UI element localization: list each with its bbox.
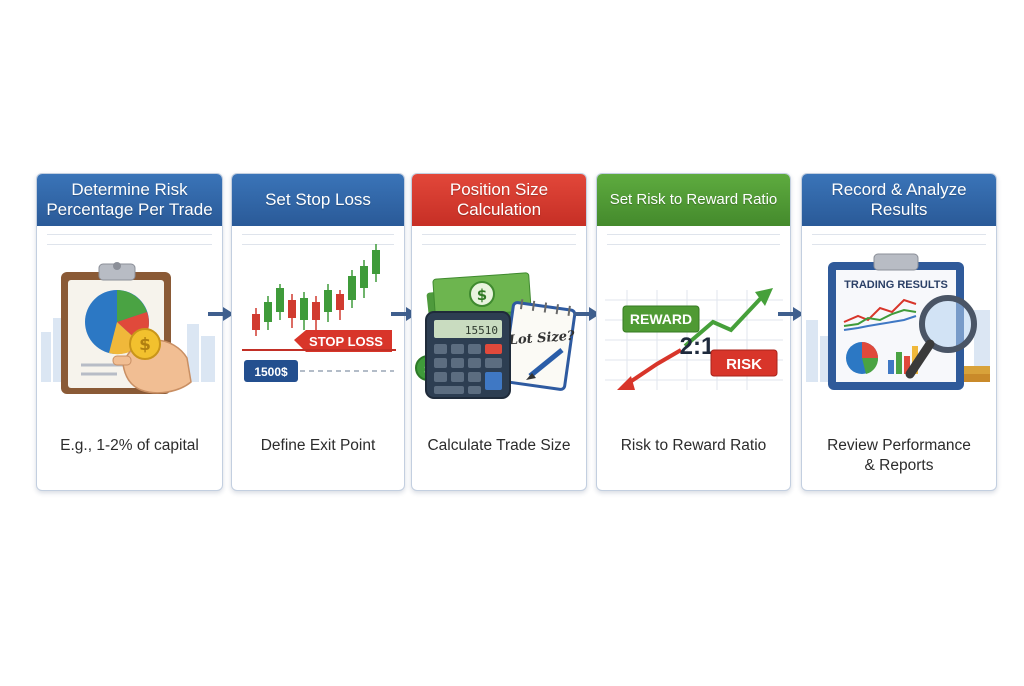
trading-results-report-magnifier-icon: TRADING RESULTS <box>806 253 990 390</box>
step-caption: Review Performance & Reports <box>827 437 971 474</box>
price-label: 1500$ <box>254 365 288 379</box>
stop-loss-label: STOP LOSS <box>309 334 383 349</box>
step-caption: E.g., 1-2% of capital <box>60 437 199 454</box>
report-title: TRADING RESULTS <box>844 279 948 291</box>
calculator-money-notepad-icon: $ $ Lot Size? 15510 <box>415 272 577 399</box>
svg-text:$: $ <box>139 335 151 355</box>
step-header: Record & Analyze Results <box>802 174 996 226</box>
risk-label: RISK <box>726 356 762 373</box>
step-caption: Risk to Reward Ratio <box>620 437 767 454</box>
step-header: Determine Risk Percentage Per Trade <box>37 174 222 226</box>
step-title: Position Size Calculation <box>449 180 549 219</box>
step-title: Determine Risk Percentage Per Trade <box>46 180 213 219</box>
step-caption: Calculate Trade Size <box>427 437 571 454</box>
step-card-risk-reward: Set Risk to Reward Ratio REWARD 2:1 RISK… <box>596 173 791 491</box>
step-header: Set Stop Loss <box>232 174 404 226</box>
step-header: Set Risk to Reward Ratio <box>597 174 790 226</box>
calculator-display: 15510 <box>465 324 498 337</box>
step-header: Position Size Calculation <box>412 174 586 226</box>
note-text: Lot Size? <box>507 329 575 349</box>
ratio-label: 2:1 <box>680 333 715 360</box>
reward-label: REWARD <box>630 311 692 327</box>
flow-arrow-icon <box>574 307 600 321</box>
step-card-stop-loss: Set Stop Loss STOP LOSS 1500$ Define Exi… <box>231 173 405 491</box>
candlestick-stop-loss-icon: STOP LOSS 1500$ <box>242 244 396 382</box>
step-card-position-size: Position Size Calculation $ $ Lot Size? … <box>411 173 587 491</box>
clipboard-pie-chart-coin-icon: $ <box>41 262 215 394</box>
step-title: Record & Analyze Results <box>831 180 967 219</box>
step-title: Set Stop Loss <box>265 190 371 209</box>
flow-arrow-icon <box>778 307 804 321</box>
step-caption: Define Exit Point <box>260 437 376 454</box>
step-card-record-analyze: Record & Analyze Results TRADING RESULTS <box>801 173 997 491</box>
svg-text:$: $ <box>477 286 487 304</box>
risk-reward-arrows-icon: REWARD 2:1 RISK <box>605 288 783 390</box>
step-card-risk-percentage: Determine Risk Percentage Per Trade $ E.… <box>36 173 223 491</box>
step-title: Set Risk to Reward Ratio <box>609 191 778 208</box>
flow-arrow-icon <box>208 307 234 321</box>
